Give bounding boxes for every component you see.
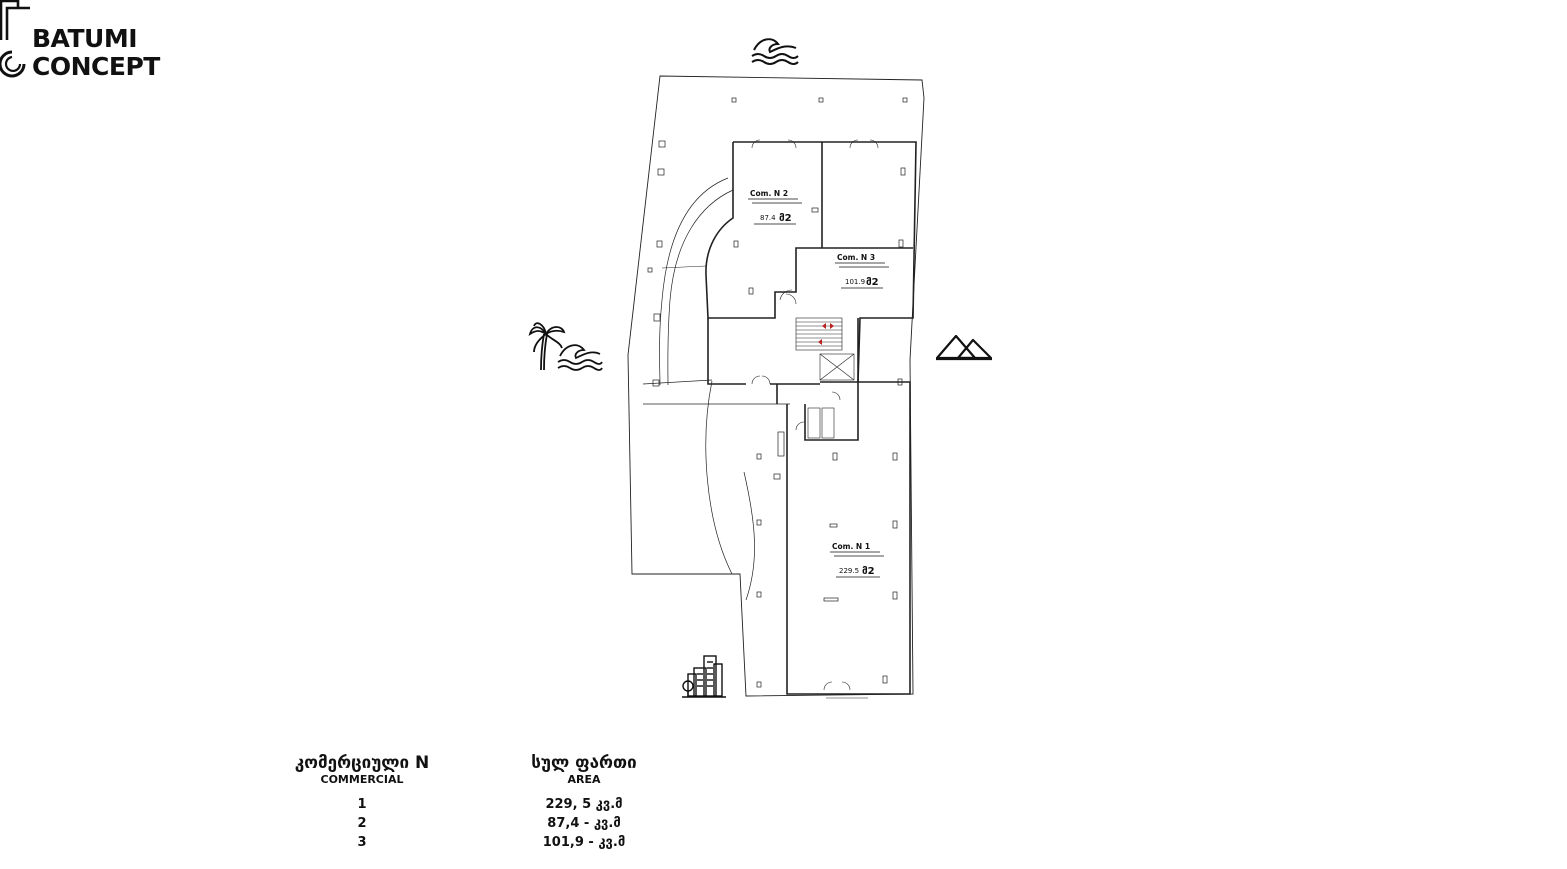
door-swings xyxy=(751,139,879,699)
svg-text:87.4: 87.4 xyxy=(760,214,776,222)
stairs xyxy=(795,317,855,439)
table-cell-n: 1 xyxy=(357,797,367,812)
columns xyxy=(647,97,908,688)
svg-text:Com. N 2: Com. N 2 xyxy=(750,189,788,198)
area-subheader: AREA xyxy=(567,773,601,786)
commercial-subheader: COMMERCIAL xyxy=(320,773,404,786)
svg-text:მ2: მ2 xyxy=(866,276,879,288)
svg-text:229.5: 229.5 xyxy=(839,567,859,575)
sea-waves-icon xyxy=(751,38,799,65)
svg-text:101.9: 101.9 xyxy=(845,278,865,286)
mountains-icon xyxy=(935,334,993,361)
area-column: სულ ფართი AREA 229, 5 კვ.მ 87,4 - კვ.მ 1… xyxy=(484,753,684,852)
unit-label-1: Com. N 1 229.5 მ2 xyxy=(830,542,884,578)
svg-text:მ2: მ2 xyxy=(862,565,875,577)
brand-line-2: CONCEPT xyxy=(32,52,160,81)
city-buildings-icon xyxy=(682,655,726,698)
svg-text:Com. N 1: Com. N 1 xyxy=(832,542,870,551)
commercial-column: კომერციული N COMMERCIAL 1 2 3 xyxy=(262,753,462,852)
unit-label-3: Com. N 3 101.9 მ2 xyxy=(835,253,889,289)
curved-walkway xyxy=(705,380,733,575)
palm-beach-icon xyxy=(528,322,603,371)
stair-arrows xyxy=(818,323,834,345)
table-cell-area: 87,4 - კვ.მ xyxy=(547,816,621,831)
table-cell-n: 2 xyxy=(357,816,367,831)
building-walls xyxy=(705,141,917,695)
area-header: სულ ფართი xyxy=(531,753,637,773)
table-cell-n: 3 xyxy=(357,835,367,850)
site-boundary xyxy=(627,75,925,697)
svg-text:მ2: მ2 xyxy=(779,212,792,224)
table-cell-area: 229, 5 კვ.მ xyxy=(545,797,623,812)
commercial-header: კომერციული N xyxy=(294,753,430,773)
unit-label-2: Com. N 2 87.4 მ2 xyxy=(748,189,802,225)
table-cell-area: 101,9 - კვ.მ xyxy=(542,835,626,850)
brand-line-1: BATUMI xyxy=(32,24,138,53)
logo-mark-icon xyxy=(0,0,30,78)
svg-text:Com. N 3: Com. N 3 xyxy=(837,253,875,262)
